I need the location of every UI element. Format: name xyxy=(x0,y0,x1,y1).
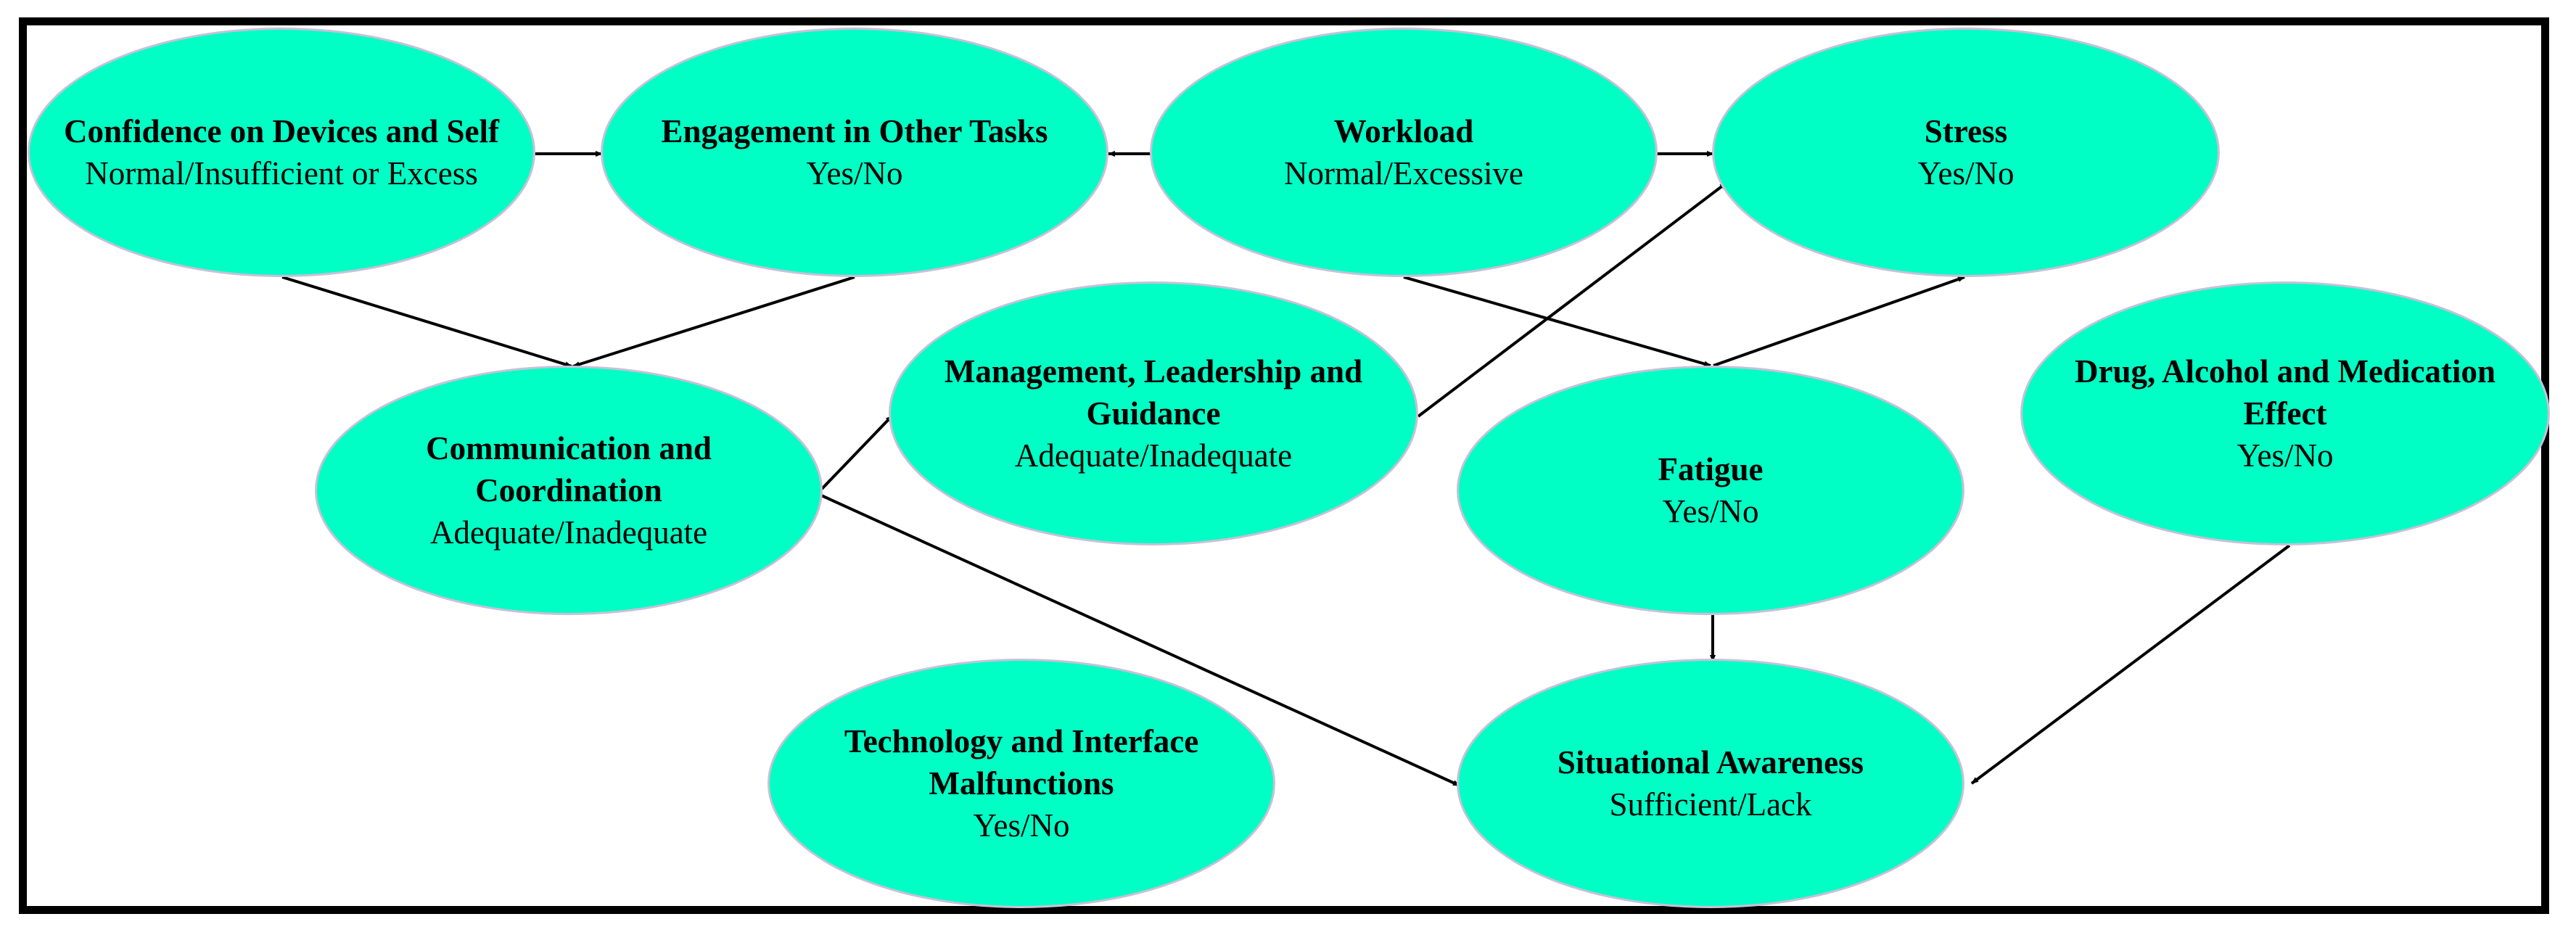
node-communication-title: Communication and Coordination xyxy=(426,430,712,508)
node-technology: Technology and Interface Malfunctions Ye… xyxy=(768,659,1275,908)
node-drug-title: Drug, Alcohol and Medication Effect xyxy=(2074,353,2496,432)
node-engagement: Engagement in Other Tasks Yes/No xyxy=(601,28,1108,277)
node-drug: Drug, Alcohol and Medication Effect Yes/… xyxy=(2020,281,2550,545)
node-situational-title: Situational Awareness xyxy=(1557,744,1864,780)
node-confidence: Confidence on Devices and Self Normal/In… xyxy=(28,28,535,277)
node-fatigue-states: Yes/No xyxy=(1662,493,1759,530)
node-communication-states: Adequate/Inadequate xyxy=(429,514,708,551)
node-situational-states: Sufficient/Lack xyxy=(1609,786,1812,823)
node-management: Management, Leadership and Guidance Adeq… xyxy=(889,281,1418,545)
node-communication: Communication and Coordination Adequate/… xyxy=(315,366,823,615)
node-stress: Stress Yes/No xyxy=(1712,28,2220,277)
node-stress-states: Yes/No xyxy=(1917,155,2015,191)
node-fatigue-title: Fatigue xyxy=(1658,451,1764,487)
node-workload: Workload Normal/Excessive xyxy=(1150,28,1658,277)
node-management-states: Adequate/Inadequate xyxy=(1014,437,1293,474)
node-situational: Situational Awareness Sufficient/Lack xyxy=(1457,659,1964,908)
node-workload-title: Workload xyxy=(1333,113,1474,149)
node-fatigue: Fatigue Yes/No xyxy=(1457,366,1964,615)
node-technology-states: Yes/No xyxy=(973,807,1070,844)
node-management-title: Management, Leadership and Guidance xyxy=(944,353,1363,432)
node-engagement-title: Engagement in Other Tasks xyxy=(661,113,1048,149)
node-confidence-title: Confidence on Devices and Self xyxy=(64,113,499,149)
node-drug-states: Yes/No xyxy=(2236,437,2334,474)
node-engagement-states: Yes/No xyxy=(806,155,903,191)
node-technology-title: Technology and Interface Malfunctions xyxy=(844,723,1199,802)
node-confidence-states: Normal/Insufficient or Excess xyxy=(85,155,478,191)
node-stress-title: Stress xyxy=(1924,113,2008,149)
node-workload-states: Normal/Excessive xyxy=(1284,155,1523,191)
